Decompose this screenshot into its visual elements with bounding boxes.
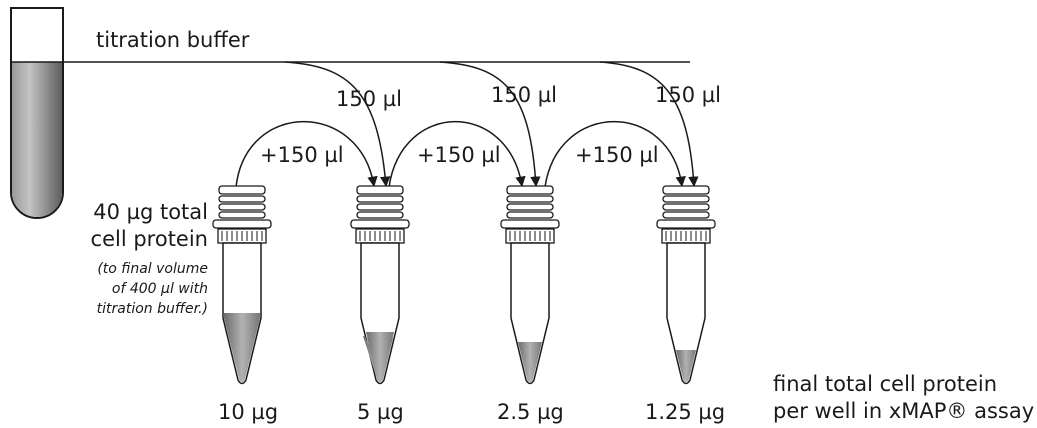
tube-amount-1: 10 µg: [218, 400, 279, 424]
transfer-arrow-2: [388, 121, 526, 188]
start-amount-line-1: 40 µg total: [93, 200, 208, 224]
start-amount-line-2: cell protein: [90, 227, 208, 251]
transfer-arcs: [235, 121, 686, 188]
microtube-4: [656, 185, 716, 385]
tube-amount-2: 5 µg: [357, 400, 404, 424]
microtube-1: [212, 185, 272, 385]
start-note-line-1: (to final volume: [97, 261, 208, 277]
transfer-volume-label-1: +150 µl: [260, 143, 344, 167]
transfer-arrow-3: [544, 121, 686, 188]
result-label-line-2: per well in xMAP® assay: [773, 399, 1035, 423]
start-note-line-2: of 400 µl with: [111, 281, 208, 297]
titration-buffer-label: titration buffer: [96, 28, 250, 52]
tube-amount-3: 2.5 µg: [497, 400, 564, 424]
buffer-volume-label-3: 150 µl: [655, 83, 721, 107]
titration-buffer-tube: [10, 7, 64, 219]
transfer-arrow-1: [235, 121, 378, 188]
buffer-arrow-3: [599, 61, 699, 188]
buffer-arrow-1: [284, 61, 391, 188]
transfer-volume-label-2: +150 µl: [417, 143, 501, 167]
result-label-line-1: final total cell protein: [773, 372, 998, 396]
microtube-3: [500, 185, 560, 385]
tube-amount-4: 1.25 µg: [645, 400, 726, 424]
buffer-arrow-2: [439, 61, 541, 188]
start-note-line-3: titration buffer.): [96, 301, 208, 317]
buffer-distribution-lines: [63, 61, 699, 188]
buffer-volume-label-2: 150 µl: [491, 83, 557, 107]
microtube-2: [350, 185, 410, 385]
buffer-volume-label-1: 150 µl: [336, 87, 402, 111]
transfer-volume-label-3: +150 µl: [575, 143, 659, 167]
